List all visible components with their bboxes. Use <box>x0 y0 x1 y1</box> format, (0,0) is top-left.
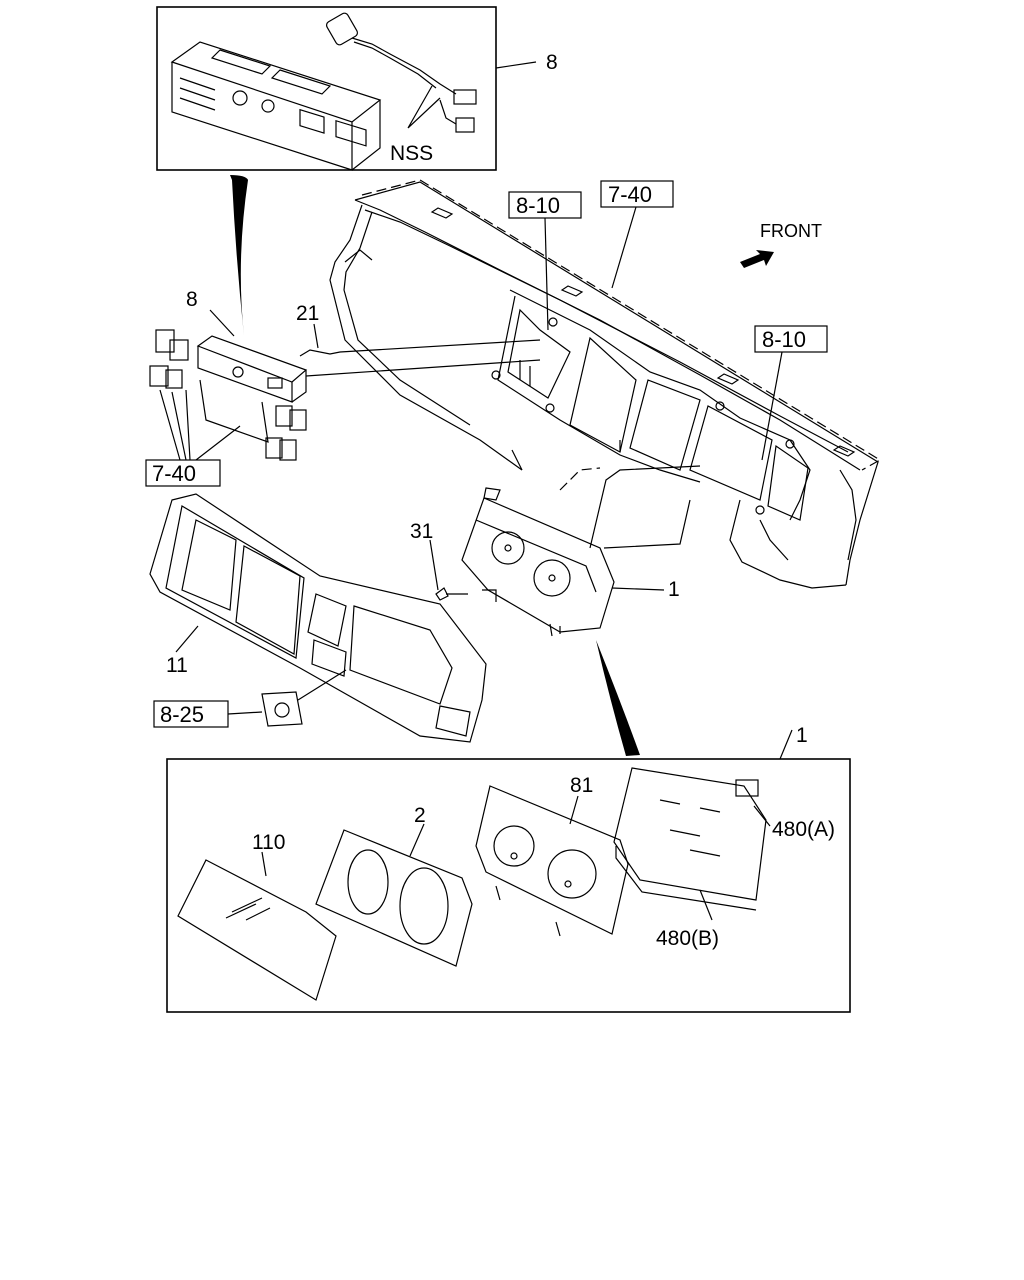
label-480a: 480(A) <box>772 818 835 841</box>
nss-label: NSS <box>390 142 433 165</box>
leader-switch <box>297 669 347 701</box>
label-1: 1 <box>668 578 680 601</box>
ref-7-40-lower-text: 7-40 <box>152 461 196 486</box>
screw-31 <box>435 587 468 601</box>
ref-8-25: 8-25 <box>153 700 263 728</box>
leader-21 <box>313 323 319 349</box>
ref-8-10-right: 8-10 <box>754 325 828 461</box>
label-480b: 480(B) <box>656 927 719 950</box>
circuit-board-480 <box>613 767 767 911</box>
leader-8 <box>209 309 235 337</box>
radio-detail-box: NSS <box>156 6 497 171</box>
leader-480b <box>699 889 713 921</box>
leader-110 <box>261 851 267 877</box>
label-81: 81 <box>570 774 593 797</box>
cluster-bezel-2 <box>315 829 473 967</box>
detail-arrow-bottom <box>596 640 640 756</box>
cluster-exploded-box: 1 110 2 81 <box>166 724 851 1013</box>
leader-2 <box>409 823 425 857</box>
cable-21-2 <box>305 359 541 377</box>
ref-8-10-upper-text: 8-10 <box>516 193 560 218</box>
lens-110 <box>177 859 337 1001</box>
dial-plate-81 <box>475 785 629 937</box>
leader-11 <box>175 625 199 653</box>
instrument-cluster-drawing <box>461 487 615 637</box>
leader-1 <box>611 587 665 591</box>
harness-link-3 <box>603 499 691 549</box>
nss-harness-drawing <box>325 12 477 133</box>
label-21: 21 <box>296 302 319 325</box>
ref-8-25-text: 8-25 <box>160 702 204 727</box>
label-detail-1: 1 <box>796 724 808 747</box>
radio-unit-drawing <box>170 41 382 171</box>
radio-part-drawing <box>196 335 308 443</box>
ref-7-40-upper: 7-40 <box>600 180 674 289</box>
switch-8-25 <box>261 691 303 727</box>
leader-81 <box>569 795 579 825</box>
ref-7-40-upper-text: 7-40 <box>608 182 652 207</box>
label-31: 31 <box>410 520 433 543</box>
front-indicator: FRONT <box>740 221 822 268</box>
leader-31 <box>429 539 439 591</box>
callout-8-top: 8 <box>546 51 558 74</box>
front-arrow-icon <box>740 250 774 268</box>
ref-8-10-right-text: 8-10 <box>762 327 806 352</box>
label-2: 2 <box>414 804 426 827</box>
ref-7-40-lower: 7-40 <box>145 459 221 487</box>
bezel-panel-drawing <box>149 493 487 743</box>
label-110: 110 <box>252 831 285 854</box>
harness-link-1 <box>559 467 601 491</box>
label-11: 11 <box>166 654 188 677</box>
bracket-parts <box>149 329 307 461</box>
cable-21 <box>299 339 541 357</box>
front-label: FRONT <box>760 221 822 241</box>
leader-480a <box>753 805 771 827</box>
harness-link-2 <box>589 465 701 549</box>
label-8: 8 <box>186 288 198 311</box>
callout-leader-8-top <box>495 61 537 69</box>
detail-arrow-top <box>230 175 248 336</box>
ref-8-10-upper: 8-10 <box>508 191 582 331</box>
